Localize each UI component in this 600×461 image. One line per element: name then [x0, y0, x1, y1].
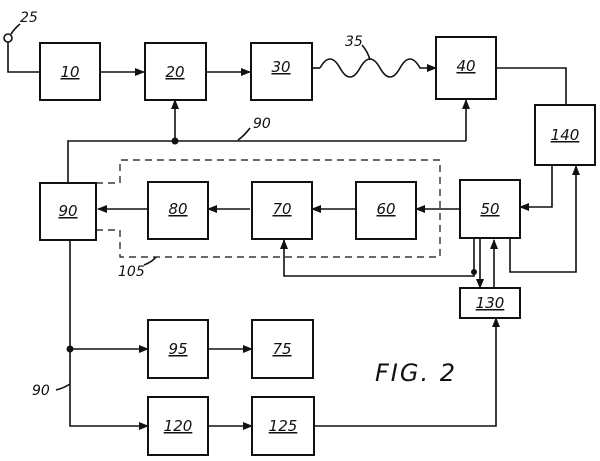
block-20: 20: [144, 42, 207, 101]
block-90: 90: [39, 182, 97, 241]
block-130: 130: [459, 287, 521, 319]
block-60: 60: [355, 181, 417, 240]
block-70: 70: [251, 181, 313, 240]
block-125: 125: [251, 396, 315, 456]
bus-90-top: [67, 140, 466, 183]
junction-dot-left: [66, 345, 74, 353]
block-80-label: 80: [168, 200, 187, 218]
block-50-label: 50: [480, 200, 499, 218]
block-30-label: 30: [271, 58, 290, 76]
block-75: 75: [251, 319, 314, 379]
line-25-to-10: [7, 42, 40, 73]
block-30: 30: [250, 42, 313, 101]
junction-dot-top: [171, 137, 179, 145]
figure-label: FIG. 2: [375, 359, 457, 387]
block-95-label: 95: [168, 340, 187, 358]
leader-90-left: [55, 383, 71, 391]
block-120: 120: [147, 396, 209, 456]
block-60-label: 60: [376, 200, 395, 218]
arrow-50-to-140: [509, 165, 580, 273]
arrow-140-to-50: [519, 165, 553, 211]
leader-35: [361, 44, 371, 61]
arrow-125-to-130: [314, 317, 500, 427]
block-95: 95: [147, 319, 209, 379]
block-140: 140: [534, 104, 596, 166]
block-120-label: 120: [164, 417, 193, 435]
line-40-to-140: [496, 67, 567, 105]
block-140-label: 140: [551, 126, 580, 144]
block-90-label: 90: [58, 202, 77, 220]
ref-105: 105: [118, 264, 145, 280]
arrow-50-to-70: [280, 238, 475, 277]
block-20-label: 20: [165, 63, 184, 81]
leader-25: [10, 23, 21, 35]
block-80: 80: [147, 181, 209, 240]
block-10: 10: [39, 42, 101, 101]
block-70-label: 70: [272, 200, 291, 218]
connection-lines: [7, 42, 580, 430]
ref-90-top: 90: [253, 116, 271, 132]
block-40: 40: [435, 36, 497, 100]
ref-35: 35: [345, 34, 363, 50]
block-130-label: 130: [476, 294, 505, 312]
leader-90-top: [237, 127, 251, 141]
block-40-label: 40: [456, 57, 475, 75]
block-50: 50: [459, 179, 521, 239]
ref-25: 25: [20, 10, 38, 26]
junction-dot-50: [471, 269, 477, 275]
bus-90-down: [69, 240, 148, 427]
block-75-label: 75: [272, 340, 291, 358]
wavy-channel-35: [319, 58, 437, 78]
leader-105: [143, 256, 157, 266]
ref-90-left: 90: [32, 383, 50, 399]
block-10-label: 10: [60, 63, 79, 81]
block-125-label: 125: [269, 417, 298, 435]
input-terminal-circle: [3, 33, 13, 43]
dashed-enclosure-105: [96, 159, 441, 258]
